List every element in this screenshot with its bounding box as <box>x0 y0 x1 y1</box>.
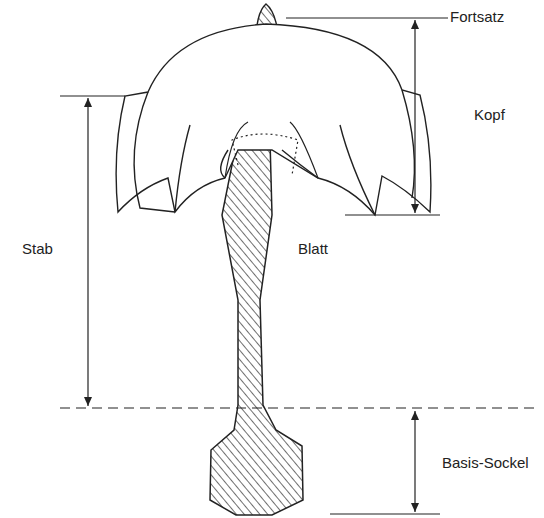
part-label: Blatt <box>296 240 330 258</box>
part-label: Kopf <box>472 106 507 124</box>
dimension-lines <box>60 18 540 514</box>
stalk-hatched <box>210 135 303 515</box>
part-label: Fortsatz <box>448 8 506 26</box>
part-label: Stab <box>20 240 55 258</box>
hidden-outline <box>232 134 298 175</box>
part-label: Basis-Sockel <box>440 454 531 472</box>
head-petals <box>116 24 431 215</box>
